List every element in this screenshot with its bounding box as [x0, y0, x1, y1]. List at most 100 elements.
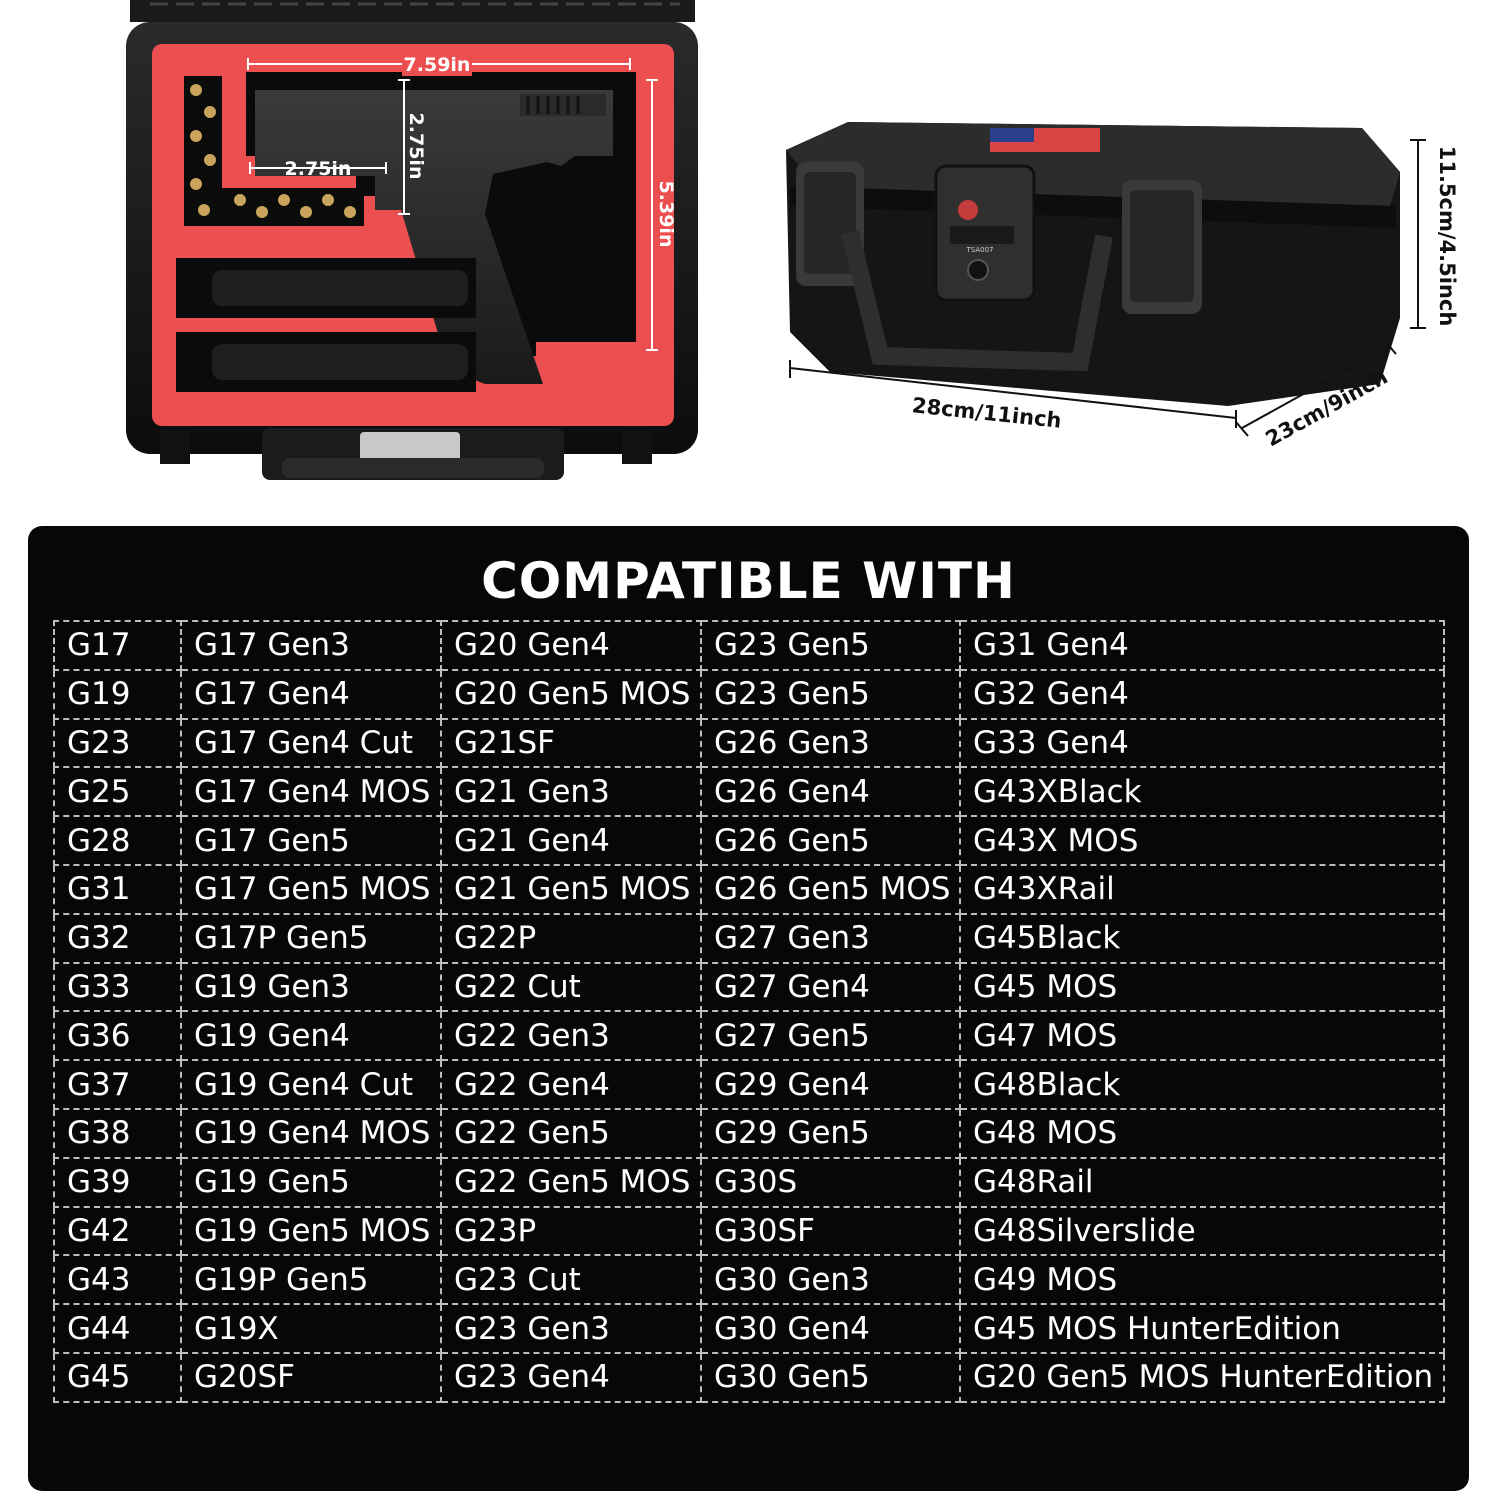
- model-cell: G21 Gen4: [440, 815, 702, 866]
- model-cell: G30 Gen5: [700, 1351, 961, 1403]
- model-cell: G19 Gen4 Cut: [180, 1059, 442, 1110]
- model-cell: G45Black: [959, 912, 1445, 964]
- model-cell: G21 Gen3: [440, 766, 702, 818]
- model-cell: G30 Gen3: [700, 1254, 961, 1306]
- model-cell: G17 Gen4 Cut: [180, 717, 442, 769]
- model-cell: G21SF: [440, 717, 702, 769]
- model-cell: G48Black: [959, 1059, 1445, 1110]
- dim-cavity-height: 5.39in: [655, 181, 677, 248]
- model-cell: G20SF: [180, 1351, 442, 1403]
- model-cell: G23 Gen4: [440, 1351, 702, 1403]
- model-cell: G44: [53, 1303, 182, 1354]
- model-cell: G21 Gen5 MOS: [440, 863, 702, 915]
- model-cell: G22 Gen3: [440, 1010, 702, 1062]
- model-cell: G17P Gen5: [180, 912, 442, 964]
- model-cell: G20 Gen4: [440, 620, 702, 671]
- model-cell: G27 Gen5: [700, 1010, 961, 1062]
- model-cell: G19P Gen5: [180, 1254, 442, 1306]
- model-cell: G30S: [700, 1156, 961, 1208]
- model-cell: G29 Gen4: [700, 1059, 961, 1110]
- model-cell: G23 Gen5: [700, 620, 961, 671]
- model-cell: G26 Gen3: [700, 717, 961, 769]
- model-cell: G17 Gen5: [180, 815, 442, 866]
- model-cell: G23 Gen3: [440, 1303, 702, 1354]
- model-cell: G42: [53, 1205, 182, 1257]
- model-cell: G22 Cut: [440, 961, 702, 1013]
- model-cell: G39: [53, 1156, 182, 1208]
- model-cell: G32: [53, 912, 182, 964]
- model-cell: G29 Gen5: [700, 1107, 961, 1159]
- model-cell: G43X MOS: [959, 815, 1445, 866]
- model-cell: G32 Gen4: [959, 668, 1445, 720]
- pistol-silhouette: [255, 90, 613, 384]
- model-cell: G49 MOS: [959, 1254, 1445, 1306]
- model-cell: G17 Gen4: [180, 668, 442, 720]
- model-cell: G36: [53, 1010, 182, 1062]
- open-case-illustration: 7.59in 2.75in 2.75in 5.39in: [126, 0, 698, 480]
- model-cell: G31: [53, 863, 182, 915]
- model-cell: G17 Gen3: [180, 620, 442, 671]
- model-cell: G37: [53, 1059, 182, 1110]
- model-cell: G45 MOS HunterEdition: [959, 1303, 1445, 1354]
- model-cell: G33: [53, 961, 182, 1013]
- model-cell: G23 Cut: [440, 1254, 702, 1306]
- model-cell: G22 Gen4: [440, 1059, 702, 1110]
- ammo-rounds: [190, 84, 356, 218]
- model-cell: G27 Gen3: [700, 912, 961, 964]
- model-cell: G23P: [440, 1205, 702, 1257]
- model-cell: G48 MOS: [959, 1107, 1445, 1159]
- model-cell: G48Rail: [959, 1156, 1445, 1208]
- lock-label: TSA007: [966, 246, 994, 254]
- model-cell: G22P: [440, 912, 702, 964]
- model-cell: G17: [53, 620, 182, 671]
- model-cell: G43XRail: [959, 863, 1445, 915]
- dim-case-length: 28cm/11inch: [911, 393, 1063, 433]
- model-cell: G19X: [180, 1303, 442, 1354]
- model-cell: G22 Gen5 MOS: [440, 1156, 702, 1208]
- model-cell: G45 MOS: [959, 961, 1445, 1013]
- model-cell: G19: [53, 668, 182, 720]
- model-cell: G33 Gen4: [959, 717, 1445, 769]
- model-cell: G23 Gen5: [700, 668, 961, 720]
- model-cell: G43XBlack: [959, 766, 1445, 818]
- model-cell: G17 Gen4 MOS: [180, 766, 442, 818]
- model-cell: G26 Gen5: [700, 815, 961, 866]
- dim-grip-offset: 2.75in: [285, 158, 352, 180]
- model-cell: G28: [53, 815, 182, 866]
- dim-gun-length: 7.59in: [404, 54, 471, 76]
- model-cell: G20 Gen5 MOS: [440, 668, 702, 720]
- model-cell: G38: [53, 1107, 182, 1159]
- model-cell: G30SF: [700, 1205, 961, 1257]
- compat-title: COMPATIBLE WITH: [481, 552, 1016, 610]
- model-cell: G17 Gen5 MOS: [180, 863, 442, 915]
- model-cell: G45: [53, 1351, 182, 1403]
- model-cell: G19 Gen5: [180, 1156, 442, 1208]
- model-cell: G22 Gen5: [440, 1107, 702, 1159]
- product-illustrations: 7.59in 2.75in 2.75in 5.39in TSA007: [126, 0, 1459, 480]
- closed-case-illustration: TSA007 11.5cm/4.5inch 28cm/11inch 23cm/9…: [786, 122, 1459, 451]
- model-cell: G19 Gen5 MOS: [180, 1205, 442, 1257]
- model-cell: G23: [53, 717, 182, 769]
- model-cell: G26 Gen4: [700, 766, 961, 818]
- model-cell: G25: [53, 766, 182, 818]
- model-cell: G31 Gen4: [959, 620, 1445, 671]
- model-cell: G19 Gen4: [180, 1010, 442, 1062]
- model-cell: G43: [53, 1254, 182, 1306]
- model-cell: G27 Gen4: [700, 961, 961, 1013]
- dim-gun-height: 2.75in: [405, 113, 427, 180]
